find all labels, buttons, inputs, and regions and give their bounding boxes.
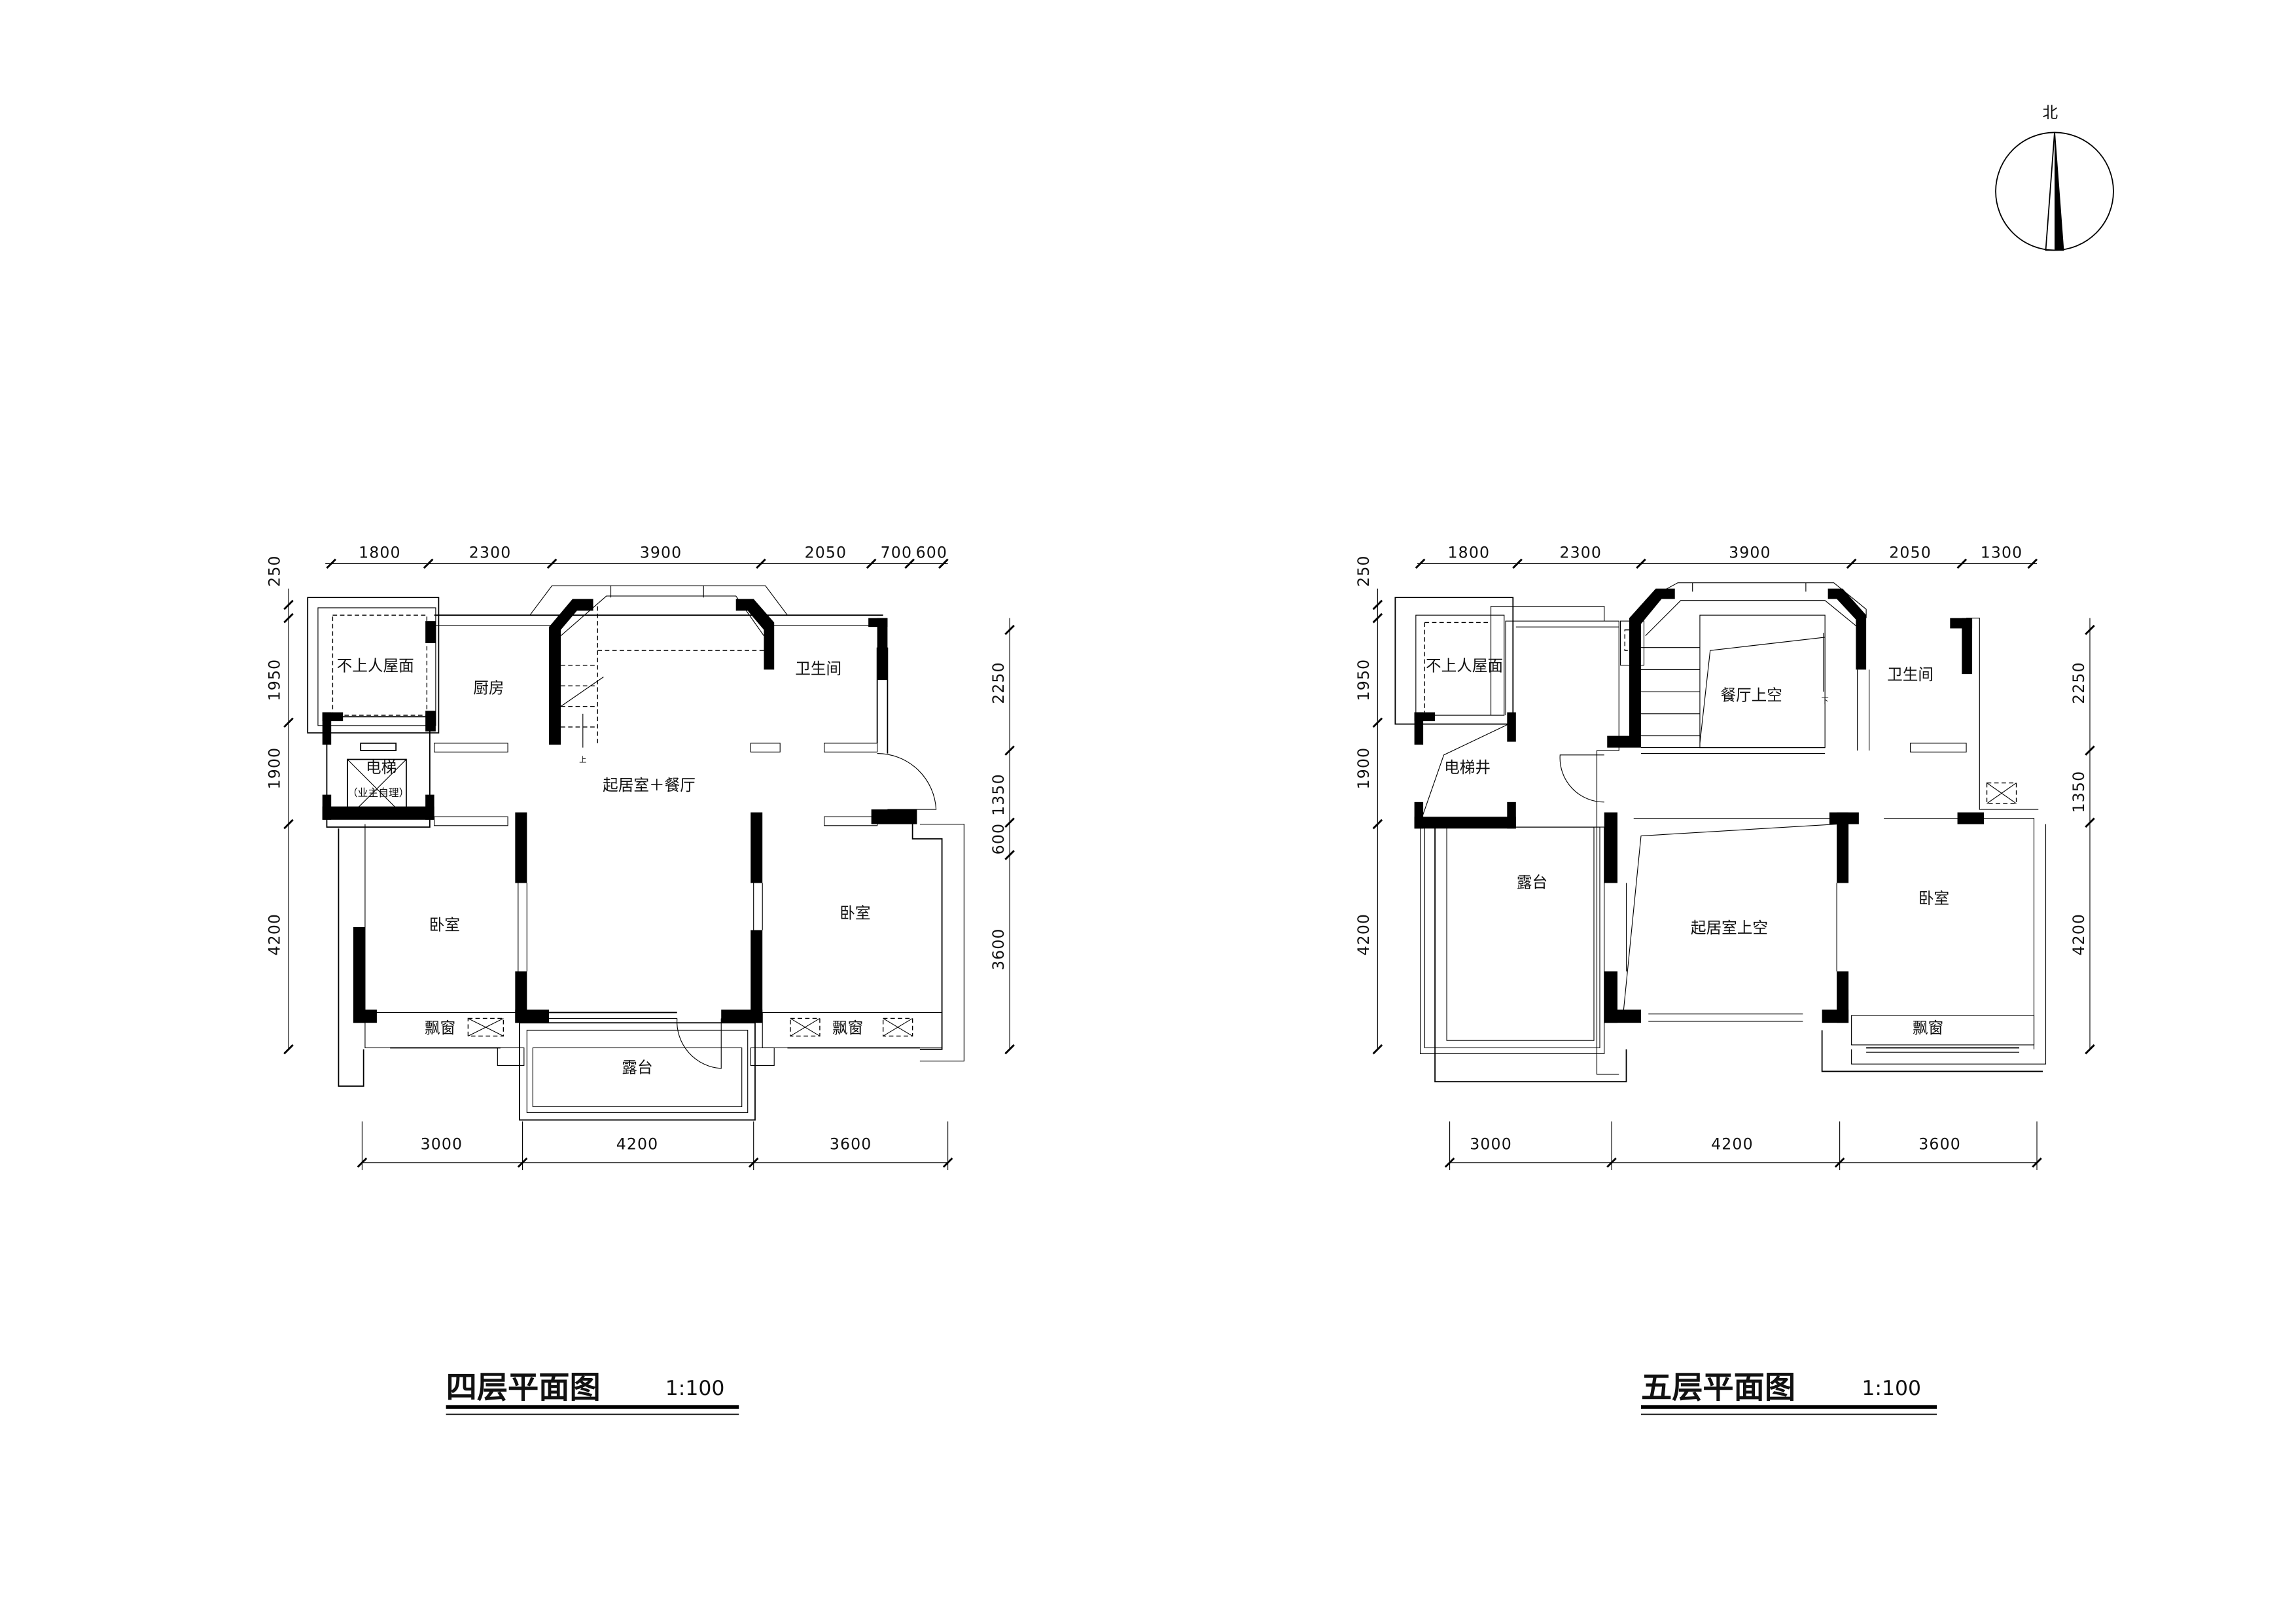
stair-down-label: 下 — [1822, 697, 1829, 705]
plan4-room-labels: 不上人屋面 厨房 卫生间 电梯 （业主自理） 起居室＋餐厅 卧室 卧室 飘窗 飘… — [337, 657, 871, 1077]
room-label-bedroom: 卧室 — [839, 904, 870, 923]
dim-label: 2250 — [2070, 662, 2088, 704]
plan-scale: 1:100 — [1862, 1377, 1921, 1400]
plan4-outlines: 上 — [307, 585, 964, 1121]
plan-title: 四层平面图 — [446, 1370, 601, 1406]
dim-label: 1900 — [1354, 747, 1373, 790]
dim-label: 3900 — [640, 543, 682, 561]
dims-right: 2250 1350 600 3600 — [989, 618, 1015, 1055]
dim-label: 2250 — [989, 662, 1008, 704]
dim-label: 250 — [1354, 555, 1373, 586]
dims-bottom: 3000 4200 3600 — [357, 1121, 953, 1171]
dim-label: 1950 — [265, 659, 283, 701]
room-label-living-void: 起居室上空 — [1691, 919, 1768, 937]
dim-label: 700 — [881, 543, 912, 561]
room-label-dining-void: 餐厅上空 — [1720, 686, 1782, 705]
room-label-roof: 不上人屋面 — [1426, 657, 1503, 675]
plan-scale: 1:100 — [665, 1377, 725, 1400]
room-label-bay-window: 飘窗 — [832, 1019, 863, 1037]
room-label-roof: 不上人屋面 — [337, 657, 414, 675]
plan5-title-block: 五层平面图 1:100 — [1640, 1370, 1937, 1415]
dims-left: 250 1950 1900 4200 — [265, 555, 294, 1055]
dims-top: 1800 2300 3900 2050 700 600 — [325, 543, 949, 569]
dim-label: 3600 — [1918, 1135, 1961, 1154]
room-label-bedroom: 卧室 — [429, 915, 460, 934]
dim-label: 1800 — [359, 543, 401, 561]
dim-label: 4200 — [1354, 913, 1373, 956]
room-label-living-dining: 起居室＋餐厅 — [603, 776, 696, 794]
stair-up-label: 上 — [579, 756, 586, 764]
dim-label: 600 — [989, 823, 1008, 855]
plan5-room-labels: 不上人屋面 电梯井 餐厅上空 卫生间 露台 起居室上空 卧室 飘窗 — [1426, 657, 1949, 1037]
dim-label: 1300 — [1981, 543, 2023, 561]
dim-label: 1350 — [989, 773, 1008, 816]
dim-label: 3900 — [1729, 543, 1771, 561]
room-label-elevator-shaft: 电梯井 — [1444, 758, 1491, 777]
room-label-terrace: 露台 — [1517, 873, 1547, 891]
dims-bottom: 3000 4200 3600 — [1444, 1121, 2042, 1171]
room-label-bedroom: 卧室 — [1918, 889, 1949, 908]
dims-top: 1800 2300 3900 2050 1300 — [1415, 543, 2038, 569]
dims-left: 250 1950 1900 4200 — [1354, 555, 1383, 1055]
dim-label: 3000 — [1470, 1135, 1512, 1154]
dim-label: 2050 — [805, 543, 847, 561]
room-label-elevator: 电梯 — [366, 758, 397, 777]
dim-label: 2300 — [469, 543, 512, 561]
dim-label: 4200 — [1711, 1135, 1754, 1154]
dim-label: 2050 — [1889, 543, 1932, 561]
north-arrow: 北 — [1995, 103, 2114, 251]
room-label-elevator-note: （业主自理） — [347, 786, 409, 799]
plan5-outlines: 下 — [1394, 582, 2047, 1083]
room-label-bay-window: 飘窗 — [425, 1019, 455, 1037]
plan5-walls — [1414, 588, 1985, 1023]
room-label-bathroom: 卫生间 — [1887, 665, 1934, 684]
dim-label: 1950 — [1354, 659, 1373, 701]
dim-label: 4200 — [616, 1135, 659, 1154]
dim-label: 1350 — [2070, 771, 2088, 813]
room-label-bay-window: 飘窗 — [1913, 1019, 1943, 1037]
room-label-bathroom: 卫生间 — [795, 660, 841, 678]
dim-label: 1900 — [265, 747, 283, 790]
plan4-walls — [322, 599, 917, 1023]
north-arrow-icon — [2055, 132, 2064, 251]
dim-label: 250 — [265, 555, 283, 586]
room-label-terrace: 露台 — [622, 1059, 652, 1077]
dim-label: 3600 — [989, 928, 1008, 970]
dim-label: 3600 — [830, 1135, 872, 1154]
dim-label: 3000 — [421, 1135, 463, 1154]
dim-label: 600 — [916, 543, 947, 561]
dim-label: 4200 — [2070, 913, 2088, 956]
plan-4th-floor: 1800 2300 3900 2050 700 600 250 1950 190… — [265, 543, 1015, 1415]
dim-label: 2300 — [1559, 543, 1602, 561]
north-label: 北 — [2042, 103, 2058, 122]
room-label-kitchen: 厨房 — [473, 679, 504, 697]
plan-title: 五层平面图 — [1641, 1370, 1795, 1406]
dims-right: 2250 1350 4200 — [2070, 618, 2095, 1055]
plan4-title-block: 四层平面图 1:100 — [446, 1370, 739, 1415]
dim-label: 4200 — [265, 913, 283, 956]
plan-5th-floor: 1800 2300 3900 2050 1300 250 1950 1900 4… — [1354, 543, 2095, 1415]
dim-label: 1800 — [1448, 543, 1491, 561]
